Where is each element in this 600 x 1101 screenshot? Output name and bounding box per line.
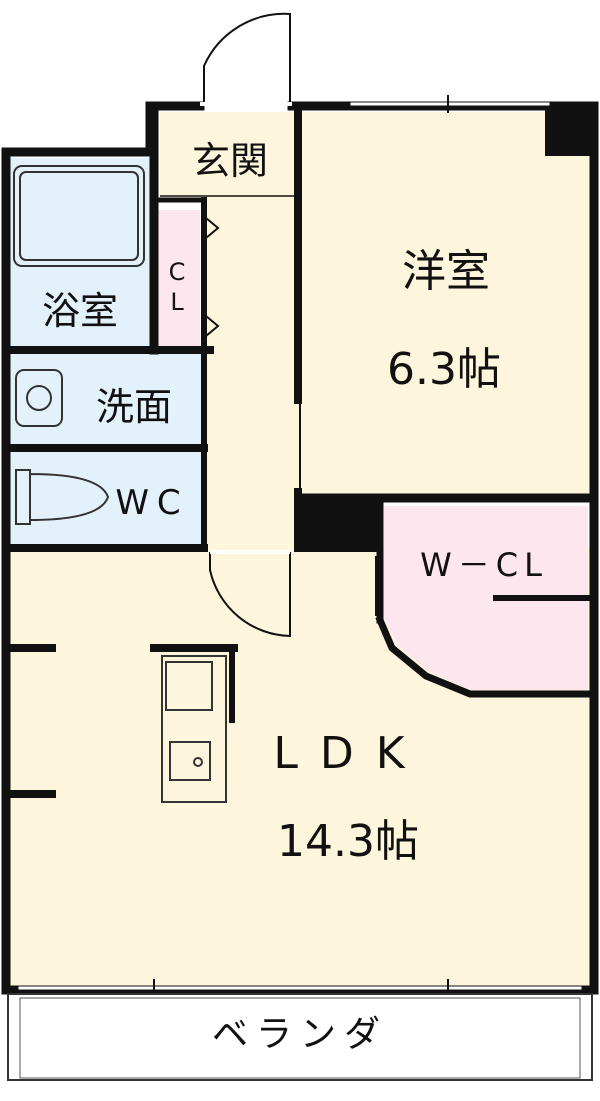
- room-labels: 玄関 洋室 6.3帖 浴室 C L 洗面 WC W－CL LDK 14.3帖 ベ…: [42, 139, 548, 1055]
- yoshitsu-label: 洋室: [402, 246, 490, 297]
- yoshitsu-size-label: 6.3帖: [387, 344, 501, 395]
- yokushitsu-floor: [10, 158, 150, 350]
- hallway-floor: [204, 202, 300, 548]
- entrance-door[interactable]: [203, 12, 291, 104]
- room-fills: [10, 112, 590, 988]
- walls: [1, 95, 599, 999]
- wcl-label: W－CL: [420, 546, 548, 584]
- ldk-label: LDK: [273, 728, 426, 779]
- genkan-label: 玄関: [192, 139, 268, 183]
- yoshitsu-floor: [300, 112, 590, 494]
- yokushitsu-label: 浴室: [42, 289, 118, 333]
- veranda-label: ベランダ: [212, 1014, 388, 1055]
- cl-floor: [158, 210, 200, 346]
- veranda: [7, 993, 593, 1081]
- ldk-size-label: 14.3帖: [277, 816, 419, 867]
- wcl-floor: [384, 506, 588, 690]
- genkan-floor: [160, 112, 300, 202]
- ldk-door[interactable]: [209, 552, 291, 638]
- senmen-floor: [10, 352, 204, 446]
- wall-blocks: [296, 106, 594, 552]
- senmen-label: 洗面: [96, 385, 172, 429]
- washbasin-icon: [15, 369, 63, 427]
- fixtures: [13, 165, 227, 803]
- cl-label-top: C: [169, 258, 186, 286]
- toilet-icon: [15, 469, 110, 525]
- kitchen-counter-icon: [161, 655, 227, 803]
- doors: [160, 12, 377, 638]
- wc-label: WC: [115, 483, 188, 523]
- sink-icon: [169, 741, 211, 781]
- bathtub-icon: [13, 165, 145, 267]
- cl-label-bottom: L: [170, 288, 184, 316]
